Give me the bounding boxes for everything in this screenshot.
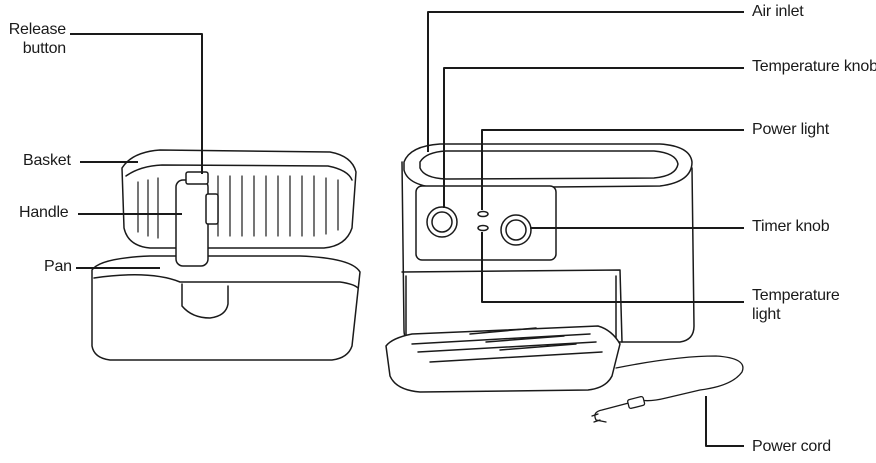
label-air-inlet: Air inlet (752, 3, 804, 20)
basket-drawing (121, 149, 357, 249)
power-cord-drawing (591, 355, 744, 423)
leader-lines (70, 11, 744, 447)
leader-temperature-knob (443, 67, 744, 208)
label-power-cord: Power cord (752, 438, 831, 455)
handle-drawing (175, 171, 219, 267)
label-release-button: Release button (8, 21, 67, 57)
label-temperature-knob: Temperature knob (752, 58, 876, 75)
leader-power-cord (705, 396, 744, 447)
leader-power-light (481, 129, 744, 210)
label-handle: Handle (19, 204, 69, 221)
label-power-light: Power light (752, 121, 829, 138)
leader-release-button (70, 33, 203, 174)
leader-temperature-light (481, 232, 744, 303)
tray-base-drawing (385, 325, 621, 393)
air-fryer-body-drawing (401, 143, 695, 343)
label-temperature-light: Temperature light (752, 287, 840, 323)
label-basket: Basket (23, 152, 71, 169)
label-pan: Pan (44, 258, 72, 275)
leader-air-inlet (427, 11, 744, 152)
pan-drawing (91, 255, 361, 361)
label-timer-knob: Timer knob (752, 218, 830, 235)
